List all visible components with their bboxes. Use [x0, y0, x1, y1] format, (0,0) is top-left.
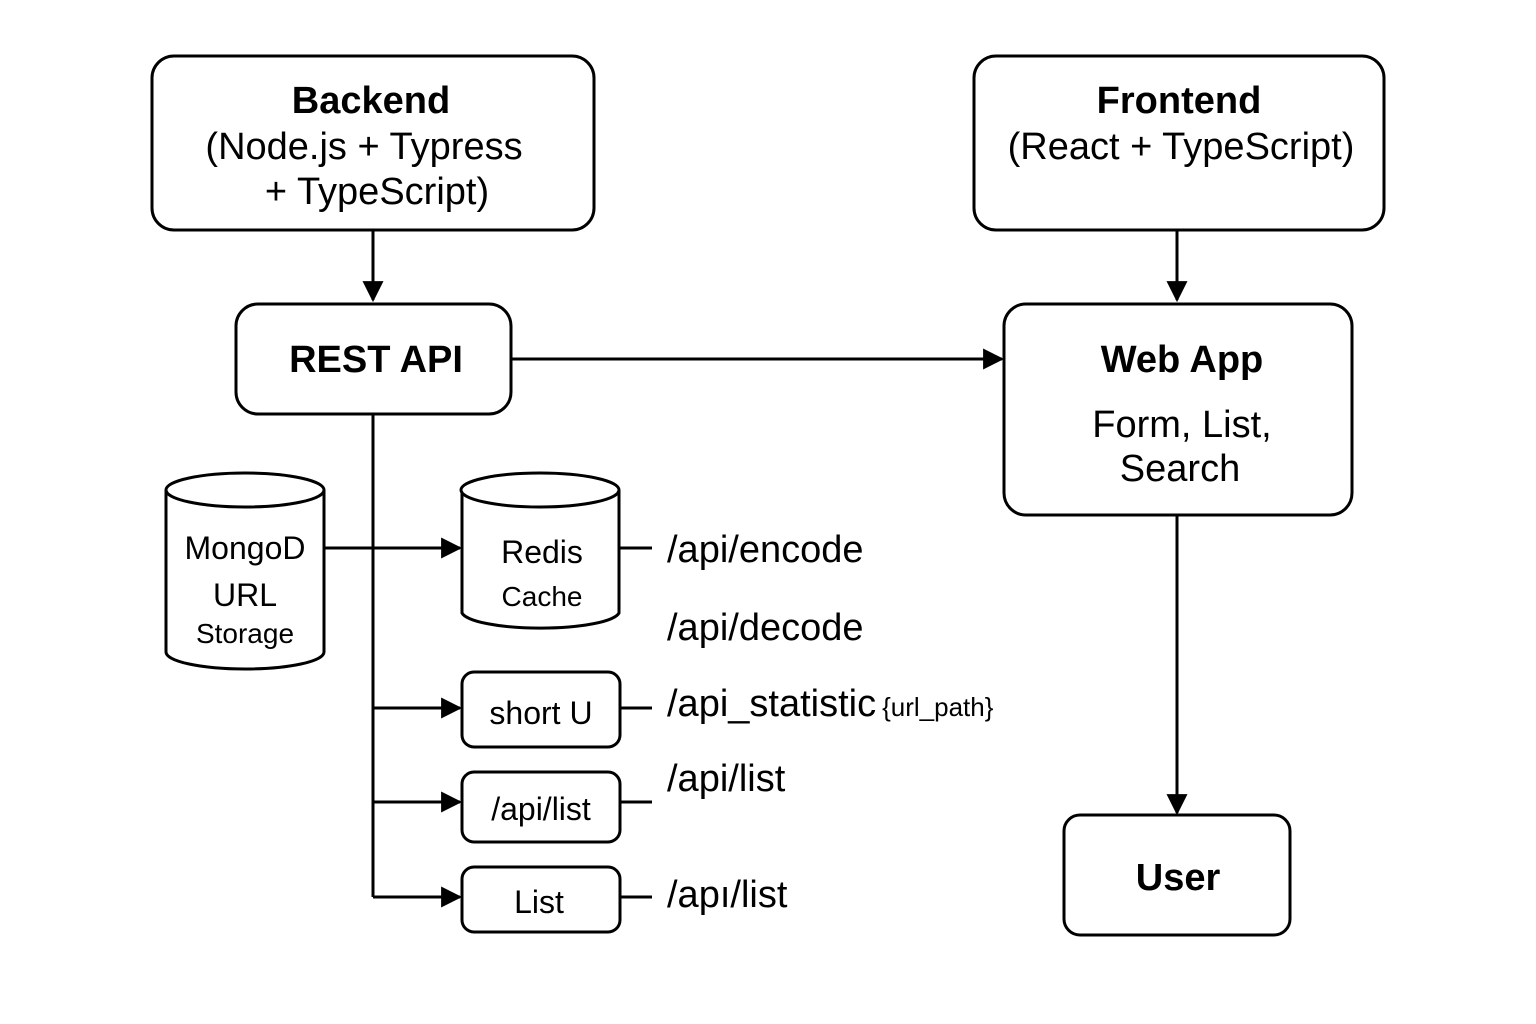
rest-api-title: REST API: [289, 339, 463, 381]
route-statistic-param: {url_path}: [882, 692, 994, 722]
web-app-features-line2: Search: [1120, 448, 1240, 490]
user-node: User: [1062, 813, 1292, 937]
frontend-node: Frontend (React + TypeScript): [972, 54, 1386, 232]
route-list-1: /api/list: [667, 758, 786, 800]
connectors: [325, 230, 1188, 908]
user-title: User: [1136, 857, 1221, 899]
mongodb-cylinder: MongoD URL Storage: [164, 471, 326, 671]
short-url-label: short U: [489, 695, 592, 731]
short-url-node: short U: [460, 670, 622, 749]
rest-api-node: REST API: [234, 302, 513, 416]
route-labels: /api/encode /api/decode /api_statistic{u…: [667, 529, 994, 916]
api-list-box-label: /api/list: [491, 791, 591, 827]
mongodb-label-line1: MongoD: [185, 530, 306, 566]
frontend-stack: (React + TypeScript): [1008, 126, 1355, 168]
route-statistic-path: /api_statistic: [667, 683, 876, 725]
backend-stack-line1: (Node.js + Typress: [205, 126, 522, 168]
frontend-title: Frontend: [1097, 80, 1262, 122]
web-app-node: Web App Form, List, Search: [1002, 302, 1354, 517]
list-node: List: [460, 865, 622, 934]
redis-label-line2: Cache: [502, 581, 583, 612]
backend-stack-line2: + TypeScript): [265, 171, 489, 213]
route-statistic: /api_statistic{url_path}: [667, 683, 994, 725]
backend-node: Backend (Node.js + Typress + TypeScript): [150, 54, 596, 232]
route-decode: /api/decode: [667, 607, 864, 649]
route-encode: /api/encode: [667, 529, 864, 571]
redis-cylinder: Redis Cache: [459, 471, 621, 630]
backend-title: Backend: [292, 80, 450, 122]
route-list-2: /apı/list: [667, 874, 788, 916]
api-list-node: /api/list: [460, 770, 622, 844]
web-app-title: Web App: [1101, 339, 1264, 381]
redis-label-line1: Redis: [501, 534, 583, 570]
list-box-label: List: [514, 884, 564, 920]
mongodb-label-line2: URL: [213, 577, 277, 613]
web-app-features-line1: Form, List,: [1092, 404, 1271, 446]
mongodb-label-line3: Storage: [196, 618, 294, 649]
